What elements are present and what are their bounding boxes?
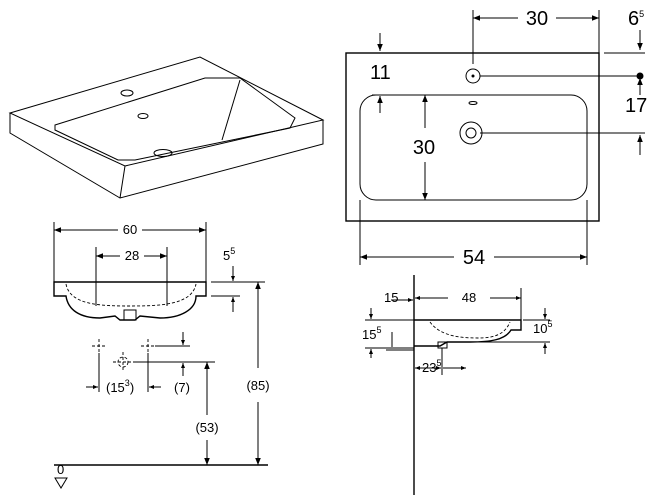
basin-side-profile bbox=[414, 319, 522, 347]
dim-rim-height-total-label: (85) bbox=[246, 378, 269, 393]
dim-projection-label: 48 bbox=[462, 290, 476, 305]
tap-center-dot-icon bbox=[636, 72, 644, 80]
bracket-marker-right-icon bbox=[141, 339, 155, 353]
dim-bracket-spacing-label: (153) bbox=[106, 378, 134, 395]
dim-rim-height-label: 55 bbox=[223, 246, 235, 263]
overflow-hole-icon bbox=[468, 101, 478, 105]
bowl-hidden-line bbox=[65, 283, 197, 307]
bracket-marker-left-icon bbox=[92, 339, 106, 353]
floor-level-label: 0 bbox=[57, 462, 64, 477]
front-view: 60 28 55 (85) bbox=[53, 222, 270, 489]
dim-bowl-depth-label: 30 bbox=[413, 137, 435, 159]
dim-tap-offset-label: 11 bbox=[370, 62, 391, 84]
tap-hole-center-icon bbox=[471, 74, 475, 78]
dim-overflow-offset-label: 17 bbox=[625, 95, 647, 117]
dim-rear-height-label: 105 bbox=[533, 319, 552, 336]
bowl-side-hidden-line bbox=[429, 321, 511, 339]
top-view: 30 65 11 30 17 54 bbox=[345, 8, 647, 269]
tap-hole-icon bbox=[120, 89, 134, 97]
dim-wall-gap-label: 15 bbox=[384, 290, 398, 305]
side-view: 15 48 155 105 235 bbox=[362, 275, 552, 495]
dim-bowl-width-label: 54 bbox=[463, 247, 485, 269]
dim-top-width-label: 30 bbox=[526, 8, 548, 30]
dim-front-height-label: 155 bbox=[362, 325, 381, 342]
floor-level-marker-icon bbox=[54, 477, 68, 489]
drain-outer-icon bbox=[459, 121, 483, 145]
dim-tap-spacing-label: 28 bbox=[125, 248, 139, 263]
dim-bracket-height-label: (53) bbox=[195, 420, 218, 435]
dim-bracket-drop-label: (7) bbox=[174, 380, 190, 395]
bracket-marker-center-icon bbox=[113, 352, 133, 372]
perspective-view bbox=[8, 56, 325, 199]
dim-drain-offset-label: 235 bbox=[422, 358, 441, 375]
bowl-outline bbox=[359, 94, 588, 201]
basin-front-outline bbox=[53, 281, 207, 321]
dim-overall-width-label: 60 bbox=[123, 222, 137, 237]
drain-hole-icon bbox=[153, 149, 173, 157]
dim-edge-offset-label: 65 bbox=[628, 8, 644, 30]
basin-bowl-outline bbox=[54, 77, 296, 161]
drain-inner-icon bbox=[465, 127, 477, 139]
basin-front-edge bbox=[119, 165, 126, 199]
drain-outlet-icon bbox=[123, 309, 137, 321]
basin-side-outline bbox=[9, 113, 324, 199]
basin-bowl-inner-line bbox=[221, 79, 241, 141]
overflow-hole-icon bbox=[137, 113, 149, 119]
